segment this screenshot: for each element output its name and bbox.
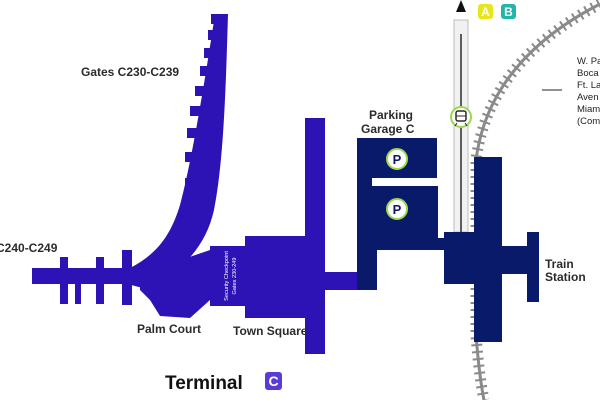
svg-text:C: C (268, 373, 278, 389)
label-gates-c240-c249: C240-C249 (0, 241, 58, 255)
label-palm-court: Palm Court (137, 322, 201, 336)
label-train-station-line1: Train (545, 257, 574, 271)
label-parking-garage-line2: Garage C (361, 122, 415, 136)
terminal-c-badge: C (265, 372, 282, 390)
town-square-area (245, 236, 307, 318)
destination-item: (Com (577, 116, 600, 127)
label-train-station-line2: Station (545, 270, 586, 284)
svg-text:B: B (504, 5, 513, 19)
route-badge-b[interactable]: B (501, 4, 516, 19)
route-badge-a[interactable]: A (478, 4, 493, 19)
terminal-title: Terminal (165, 373, 243, 394)
svg-text:P: P (393, 202, 402, 217)
destination-item: W. Pa (577, 56, 600, 67)
destinations-list: W. Pa Boca Ft. La Aven Miam (Com (577, 56, 600, 127)
concourse-c230-c239 (120, 14, 228, 290)
svg-text:Security Checkpoint: Security Checkpoint (224, 251, 230, 301)
palm-court-area (140, 250, 210, 318)
destination-item: Miam (577, 104, 600, 115)
tram-icon[interactable] (450, 106, 472, 128)
security-checkpoint (210, 246, 245, 306)
destination-item: Aven (577, 92, 598, 103)
train-station (444, 157, 539, 342)
destination-item: Boca (577, 68, 599, 79)
gate-stubs-curved (185, 14, 227, 188)
svg-text:A: A (481, 5, 490, 19)
label-gates-c230-c239: Gates C230-C239 (81, 65, 179, 79)
main-corridor (305, 118, 325, 354)
destination-item: Ft. La (577, 80, 600, 91)
gate-stubs-west (60, 250, 132, 305)
label-town-square: Town Square (233, 324, 308, 338)
railroad-track (470, 0, 600, 402)
svg-text:Gates 230-249: Gates 230-249 (232, 257, 238, 294)
arrow-up-icon (456, 0, 466, 12)
label-parking-garage-line1: Parking (369, 108, 413, 122)
parking-icon-upper[interactable]: P (386, 148, 408, 170)
svg-text:P: P (393, 152, 402, 167)
label-security-checkpoint: Security Checkpoint Gates 230-249 (224, 251, 238, 301)
parking-icon-lower[interactable]: P (386, 198, 408, 220)
